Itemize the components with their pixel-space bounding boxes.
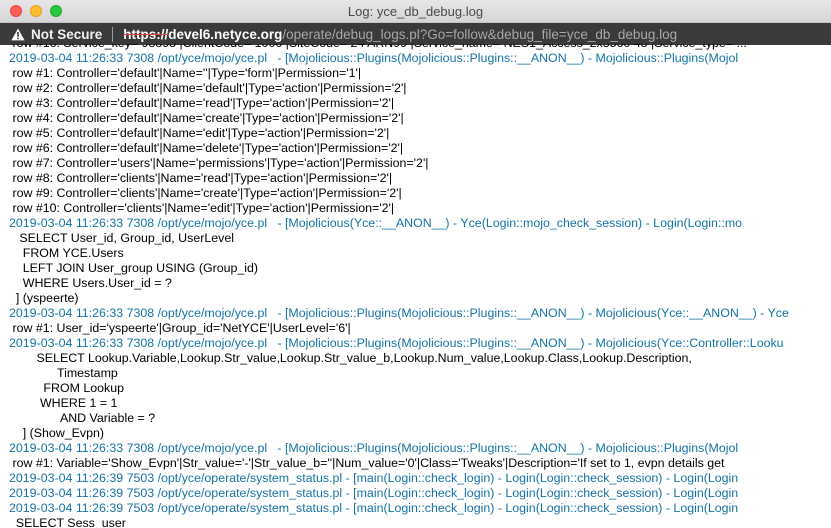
log-header-line: 2019-03-04 11:26:33 7308 /opt/yce/mojo/y… [9,216,743,230]
window-titlebar: Log: yce_db_debug.log [0,0,831,23]
log-line: ] (Show_Evpn) [9,426,105,440]
log-header-line: 2019-03-04 11:26:39 7503 /opt/yce/operat… [9,501,739,515]
log-line: row #9: Controller='clients'|Name='creat… [9,186,402,200]
address-separator [112,26,114,42]
log-line: SELECT User_id, Group_id, UserLevel [9,231,234,245]
log-line: Timestamp [9,366,118,380]
url-path[interactable]: /operate/debug_logs.pl?Go=follow&debug_f… [282,26,678,42]
log-line: row #2: Controller='default'|Name='defau… [9,81,407,95]
log-line: SELECT Sess_user [9,516,126,528]
warning-icon [11,28,25,40]
log-header-line: 2019-03-04 11:26:33 7308 /opt/yce/mojo/y… [9,306,789,320]
log-line: row #8: Controller='clients'|Name='read'… [9,171,393,185]
log-line: WHERE 1 = 1 [9,396,118,410]
window-title: Log: yce_db_debug.log [347,4,484,19]
log-line: row #4: Controller='default'|Name='creat… [9,111,404,125]
log-line: row #3: Controller='default'|Name='read'… [9,96,395,110]
log-line: row #10: Controller='clients'|Name='edit… [9,201,395,215]
log-line: SELECT Lookup.Variable,Lookup.Str_value,… [9,351,692,365]
log-line: row #16: Service_key= 98893 |ClientCode=… [9,44,831,51]
log-line: row #6: Controller='default'|Name='delet… [9,141,404,155]
zoom-window-button[interactable] [50,5,62,17]
minimize-window-button[interactable] [30,5,42,17]
log-line: row #1: Controller='default'|Name=''|Typ… [9,66,362,80]
log-header-line: 2019-03-04 11:26:33 7308 /opt/yce/mojo/y… [9,51,739,65]
url-host[interactable]: devel6.netyce.org [168,26,283,42]
log-output[interactable]: row #16: Service_key= 98893 |ClientCode=… [0,44,831,528]
log-line: AND Variable = ? [9,411,156,425]
log-line: FROM Lookup [9,381,124,395]
security-label[interactable]: Not Secure [31,26,103,42]
log-line: row #5: Controller='default'|Name='edit'… [9,126,390,140]
address-bar[interactable]: Not Secure https://devel6.netyce.org/ope… [0,23,831,45]
log-line: row #7: Controller='users'|Name='permiss… [9,156,429,170]
close-window-button[interactable] [10,5,22,17]
log-header-line: 2019-03-04 11:26:33 7308 /opt/yce/mojo/y… [9,336,784,350]
log-line: row #1: User_id='yspeerte'|Group_id='Net… [9,321,351,335]
log-line: LEFT JOIN User_group USING (Group_id) [9,261,259,275]
log-line: ] (yspeerte) [9,291,79,305]
log-line: WHERE Users.User_id = ? [9,276,172,290]
log-header-line: 2019-03-04 11:26:33 7308 /opt/yce/mojo/y… [9,441,739,455]
log-line: FROM YCE.Users [9,246,124,260]
log-header-line: 2019-03-04 11:26:39 7503 /opt/yce/operat… [9,486,739,500]
log-header-line: 2019-03-04 11:26:39 7503 /opt/yce/operat… [9,471,739,485]
window-controls [10,5,62,17]
log-line: row #1: Variable='Show_Evpn'|Str_value='… [9,456,725,470]
url-protocol[interactable]: https:// [123,26,169,42]
